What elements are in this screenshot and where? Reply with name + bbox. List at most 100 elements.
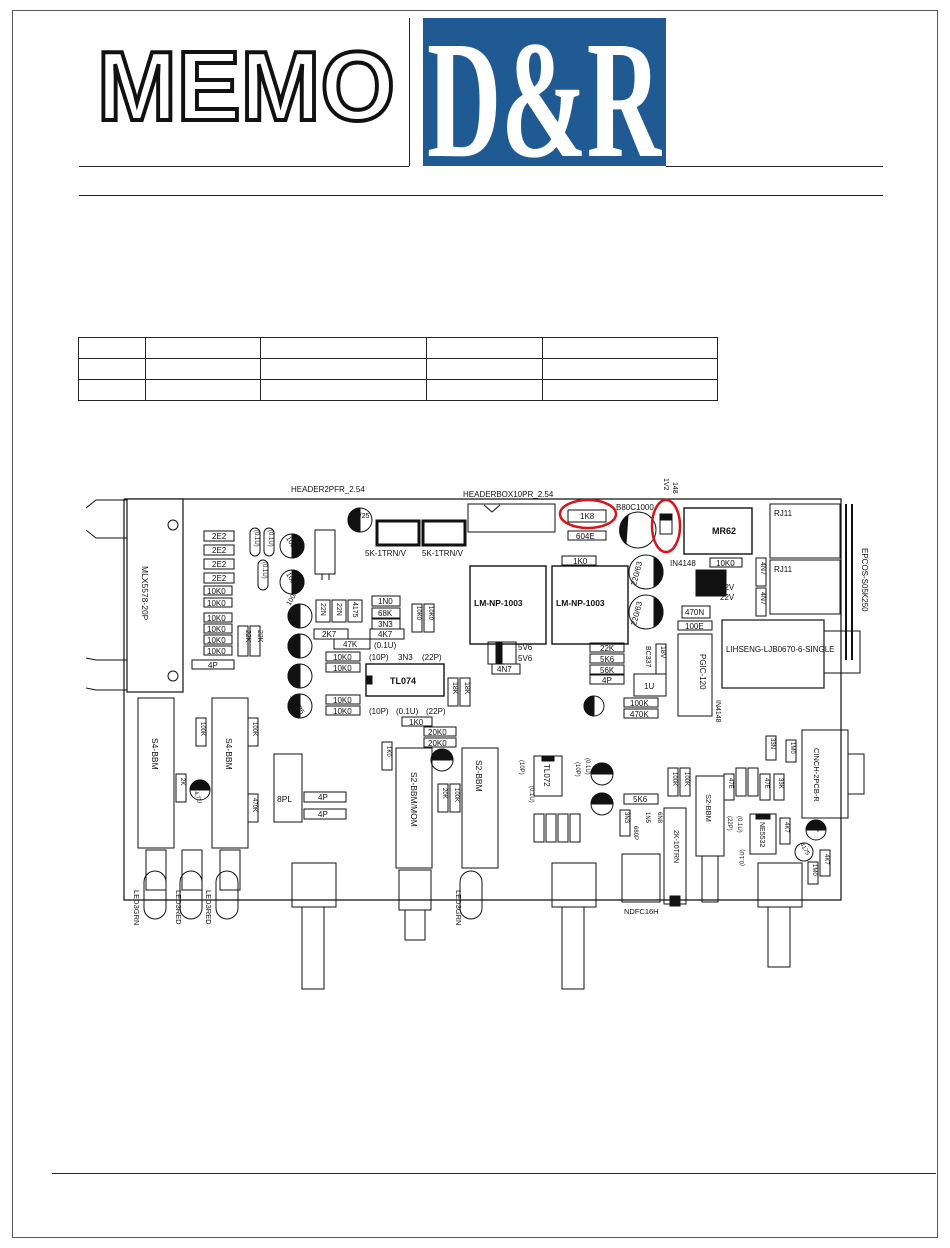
trimmer-5k (421, 519, 467, 547)
r-4k7-v (779, 817, 791, 845)
cap-10p: (10P) (369, 707, 389, 716)
cap-4u7-label: 4,7U (192, 791, 202, 805)
mlx-tab-bottom (86, 657, 128, 691)
r-1k8 (567, 509, 607, 523)
r-18k-label: 18K (463, 682, 470, 695)
r-10k0: 10K0 (207, 587, 226, 596)
cap-1u-label: 1U (644, 682, 654, 691)
table-cell (542, 337, 718, 359)
r-10k0: 10K0 (207, 614, 226, 623)
ic-tl074-label: TL074 (390, 676, 416, 686)
cap-100-25: 100/25 (348, 513, 370, 520)
table-cell (144, 358, 261, 380)
r-10k0-label: 10K0 (333, 696, 352, 705)
trimmer-2k-screw (669, 895, 681, 907)
switch-s4-label: S4-BBM (224, 738, 234, 770)
diode-in4148-label: IN4148 (670, 559, 696, 568)
rj11-label: RJ11 (774, 509, 793, 518)
ic-tl072-label: TL072 (542, 764, 551, 787)
r-1k0 (561, 555, 597, 566)
switch-s2-label: S2-BBM (704, 794, 713, 822)
led-label: LED3RED (174, 890, 183, 925)
r-1k0-label: 1K0 (409, 718, 424, 727)
r-20k0 (423, 737, 457, 748)
r-4k7 (369, 628, 405, 640)
epcos-label: EPCOS-S05K250 (860, 548, 869, 612)
r-100e-label: 100E (685, 622, 704, 631)
r-1k0 (401, 716, 433, 727)
table-cell (259, 358, 428, 380)
table-cell (78, 379, 146, 401)
r-22n (331, 599, 347, 623)
table-row (78, 337, 718, 359)
header2-label: HEADER2PFR_2.54 (291, 485, 365, 494)
table-cell (542, 379, 718, 401)
r-1m0-label: 1M0 (789, 742, 795, 754)
r-470k-label: 470K (630, 710, 649, 719)
memo-word: MEMO (97, 40, 395, 125)
r-10k0: 10K0 (207, 647, 226, 656)
r-47k-label: 47K (343, 640, 358, 649)
lihseng-transformer (721, 619, 825, 689)
r-3n3-label: 3N3 (378, 620, 393, 629)
cap-100-25-fill (430, 748, 454, 761)
cinch-jack-ring (847, 753, 865, 795)
r-22k (589, 642, 625, 653)
highlight-circle-1k8 (558, 498, 618, 530)
diode-in4148-label: IN4148 (714, 700, 721, 723)
cap-1u (633, 673, 667, 697)
cap-1n5-label: 1N5 (644, 812, 650, 824)
r-100k-v (667, 767, 679, 797)
cap-1-63-fill (583, 695, 595, 717)
r-10k0: 10K0 (207, 636, 226, 645)
cap-220-63-fill (653, 596, 664, 628)
r-56k-label: 56K (600, 666, 615, 675)
r-1k0-v (381, 741, 393, 771)
dr-logo: D&R (423, 18, 666, 166)
resistor-stack-left (191, 530, 235, 670)
cap-10p: (10P) (369, 653, 389, 662)
r-10k0-h (325, 651, 361, 662)
r-2k-label: 2K (179, 778, 185, 785)
r-22n-label: 22N (335, 603, 342, 616)
cap-01u: (0.1U) (736, 816, 742, 833)
r-47e-label: 47E (763, 778, 769, 789)
r-1k8-label: 1K8 (580, 512, 595, 521)
r-10k0-v (569, 813, 581, 843)
r-22k-label: 22K (244, 630, 251, 643)
lihseng-label: LIHSENG-LJB0670-6-SINGLE (726, 645, 835, 654)
r-22k (237, 625, 249, 657)
r-100k-label: 100K (199, 722, 205, 736)
regulator-part-tab (659, 513, 673, 521)
header-rule-bottom (79, 195, 883, 196)
r-2e2: 2E2 (212, 574, 227, 583)
switch-s2-bbm (461, 747, 499, 869)
table-cell (78, 337, 146, 359)
r-10k0-v (423, 603, 435, 633)
page-border (12, 10, 938, 1238)
cap-33n (765, 735, 777, 761)
r-20k0-label: 20K0 (428, 728, 447, 737)
r-604e (567, 530, 607, 541)
memo-table (78, 337, 718, 401)
r-10k0-v (557, 813, 569, 843)
dr-logo-text: D&R (427, 18, 662, 166)
switch-s4-bbm-b (211, 697, 249, 849)
r-1k0-label: 1K0 (573, 557, 588, 566)
table-cell (426, 379, 544, 401)
r-1n0 (371, 595, 401, 607)
r-10k0: 10K0 (207, 599, 226, 608)
r-100k-label: 100K (671, 772, 677, 786)
cap-01u-label: (0.1U) (374, 641, 397, 650)
ic-tl074 (365, 663, 445, 697)
zener-22v-label: 22V (720, 583, 735, 592)
r-22n (315, 599, 331, 623)
table-cell (542, 358, 718, 380)
r-4p (303, 791, 347, 803)
switch-s4-label: S4-BBM (150, 738, 160, 770)
table-row (78, 358, 718, 380)
table-cell (144, 379, 261, 401)
r-47e-v (759, 773, 771, 801)
switch-s2-label: S2-BBM (474, 760, 484, 792)
r-1n0-label: 1N0 (378, 597, 393, 606)
